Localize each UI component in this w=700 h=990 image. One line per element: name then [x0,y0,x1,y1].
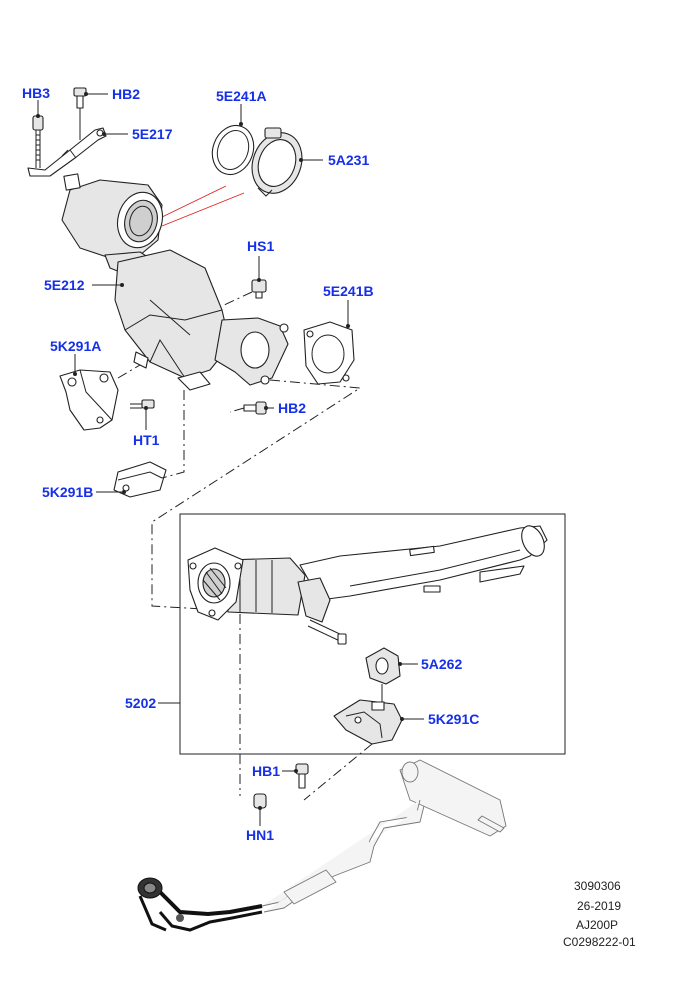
bolt-hb1 [295,763,309,789]
label-hb2-top: HB2 [112,86,140,102]
isolator-5a262 [365,647,401,702]
label-5a231: 5A231 [328,152,369,168]
label-5a262: 5A262 [421,656,462,672]
label-5e217: 5E217 [132,126,173,142]
bolt-hb2-mid [243,401,267,415]
label-5k291c: 5K291C [428,711,479,727]
bolt-hb2-top [73,87,87,109]
clamp-5a231 [251,127,303,197]
catalytic-converter-5e212 [61,173,289,391]
bracket-5k291b [113,461,167,498]
gasket-5e241b [303,321,355,385]
label-hs1: HS1 [247,238,274,254]
stud-hs1 [251,279,267,299]
label-ht1: HT1 [133,432,160,448]
label-5k291a: 5K291A [50,338,101,354]
bolt-hb3 [32,115,44,168]
exhaust-system-overview [137,759,507,932]
info-line-3: AJ200P [576,918,618,932]
label-5k291b: 5K291B [42,484,93,500]
label-5202: 5202 [125,695,156,711]
label-hn1: HN1 [246,827,274,843]
bracket-5k291a [59,369,119,431]
assembly-5202-frame [179,513,566,755]
label-hb3: HB3 [22,85,50,101]
label-5e241b: 5E241B [323,283,374,299]
label-hb1: HB1 [252,763,280,779]
front-pipe-5202 [187,525,548,645]
label-5e212: 5E212 [44,277,85,293]
stud-ht1 [130,399,155,409]
gasket-5e241a [211,124,255,176]
info-line-1: 3090306 [574,879,621,893]
label-hb2-mid: HB2 [278,400,306,416]
nut-hn1 [253,793,267,809]
label-5e241a: 5E241A [216,88,267,104]
bracket-5k291c [333,699,403,745]
info-line-2: 26-2019 [577,899,621,913]
info-line-4: C0298222-01 [563,935,636,949]
